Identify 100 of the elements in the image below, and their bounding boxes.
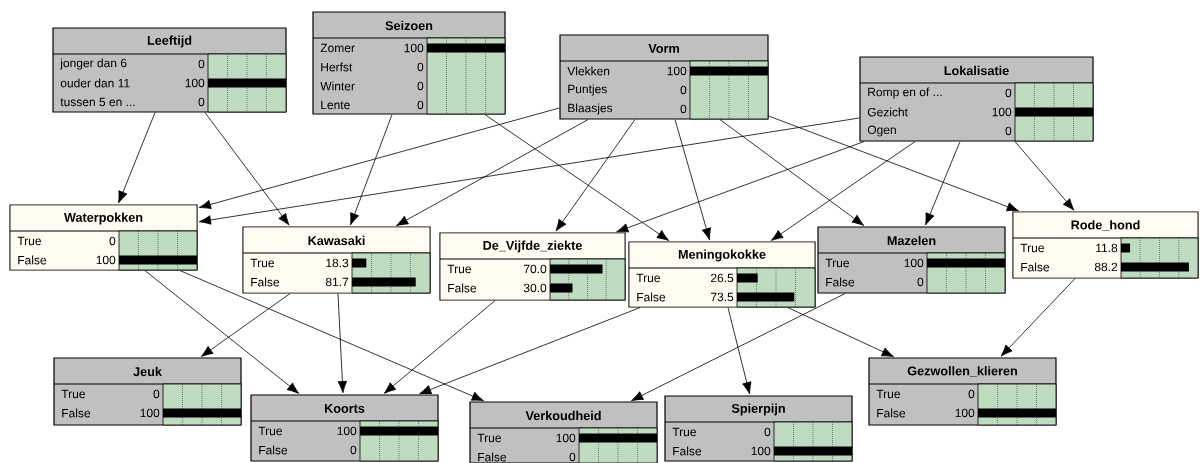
node-title: Rode_hond — [1071, 220, 1140, 231]
arrow — [179, 270, 484, 402]
state-label: False — [259, 445, 288, 455]
arrow — [118, 112, 156, 204]
state-label: False — [18, 255, 47, 265]
node-title: De_Vijfde_ziekte — [483, 240, 582, 253]
arrow — [200, 293, 291, 357]
node-title: Koorts — [324, 404, 365, 413]
state-value: 0 — [680, 85, 687, 95]
arrow — [1014, 141, 1075, 211]
state-label: Lente — [321, 100, 350, 110]
arrow — [674, 119, 711, 241]
state-label: True — [258, 426, 282, 436]
state-value: 0 — [968, 389, 975, 399]
state-label: False — [448, 283, 477, 293]
state-value: 0 — [350, 445, 357, 455]
state-label: Romp en of ... — [868, 87, 942, 99]
arrow — [484, 114, 670, 241]
state-value: 0 — [917, 277, 924, 287]
node-title: Kawasaki — [308, 235, 365, 246]
state-label: ouder dan 11 — [60, 78, 130, 88]
arrow — [350, 114, 393, 226]
state-label: False — [1021, 262, 1050, 272]
state-value: 0 — [153, 389, 160, 399]
arrow — [719, 119, 865, 226]
arrow — [383, 300, 496, 394]
arrow — [555, 119, 636, 232]
state-label: jonger dan 6 — [60, 58, 127, 70]
state-value: 100 — [337, 426, 357, 436]
state-label: True — [1020, 243, 1044, 253]
state-label: Vlekken — [567, 66, 610, 76]
state-label: Gezicht — [867, 107, 908, 117]
arrow — [198, 117, 860, 225]
state-label: True — [477, 433, 501, 443]
node-title: Spierpijn — [731, 403, 785, 416]
state-value: 100 — [185, 78, 205, 88]
state-value: 0 — [198, 59, 205, 69]
state-label: tussen 5 en ... — [60, 97, 135, 107]
arrow — [616, 141, 865, 233]
state-value: 100 — [96, 255, 116, 265]
arrow — [727, 307, 752, 395]
arrow — [768, 115, 1019, 212]
state-label: True — [17, 236, 41, 246]
state-label: True — [876, 389, 900, 399]
node-title: Meningokokke — [678, 249, 766, 262]
state-value: 18.3 — [326, 258, 349, 268]
state-label: Puntjes — [568, 84, 607, 96]
state-value: 0 — [569, 452, 576, 462]
state-value: 0 — [680, 104, 687, 114]
state-label: Herfst — [321, 62, 353, 72]
node-title: Vorm — [648, 44, 679, 53]
node-title: Seizoen — [385, 20, 433, 31]
node-title: Leeftijd — [147, 35, 192, 48]
state-label: True — [447, 264, 471, 274]
node-title: Jeuk — [133, 366, 162, 377]
node-title: Waterpokken — [64, 212, 143, 225]
state-label: True — [250, 258, 274, 268]
state-label: Blaasjes — [568, 103, 613, 115]
state-value: 100 — [404, 43, 424, 53]
state-value: 100 — [955, 408, 975, 418]
state-value: 70.0 — [524, 264, 547, 274]
state-label: False — [826, 277, 855, 287]
state-label: True — [636, 273, 660, 283]
arrow — [396, 119, 589, 226]
state-value: 26.5 — [711, 273, 734, 283]
state-label: Zomer — [320, 43, 355, 53]
arrow — [198, 107, 560, 210]
state-label: True — [672, 427, 696, 437]
state-value: 100 — [992, 107, 1012, 117]
state-value: 11.8 — [1096, 243, 1118, 253]
arrow — [1000, 278, 1076, 357]
state-label: True — [61, 389, 85, 399]
state-value: 100 — [904, 258, 924, 268]
state-value: 0 — [417, 100, 424, 110]
state-value: 73.5 — [711, 292, 734, 302]
state-value: 81.7 — [325, 277, 349, 287]
state-label: Winter — [320, 81, 355, 91]
state-value: 0 — [1005, 88, 1012, 98]
arrow — [770, 141, 916, 241]
arrow — [204, 112, 290, 226]
node-title: Verkoudheid — [525, 410, 601, 421]
state-value: 30.0 — [523, 283, 547, 293]
state-value: 100 — [667, 66, 687, 76]
state-value: 100 — [751, 446, 771, 456]
state-label: Ogen — [867, 125, 896, 137]
state-label: True — [825, 258, 849, 268]
state-label: False — [877, 408, 906, 418]
state-value: 0 — [1005, 126, 1012, 136]
state-label: False — [478, 452, 507, 462]
arrow — [631, 293, 846, 402]
arrow — [337, 293, 348, 394]
arrow — [144, 270, 300, 394]
state-value: 100 — [140, 408, 160, 418]
state-value: 88.2 — [1094, 262, 1118, 272]
state-label: False — [251, 277, 280, 287]
state-value: 0 — [198, 97, 205, 107]
state-value: 100 — [556, 433, 576, 443]
state-value: 0 — [417, 62, 424, 72]
state-value: 0 — [109, 236, 116, 246]
arrow — [787, 307, 894, 358]
